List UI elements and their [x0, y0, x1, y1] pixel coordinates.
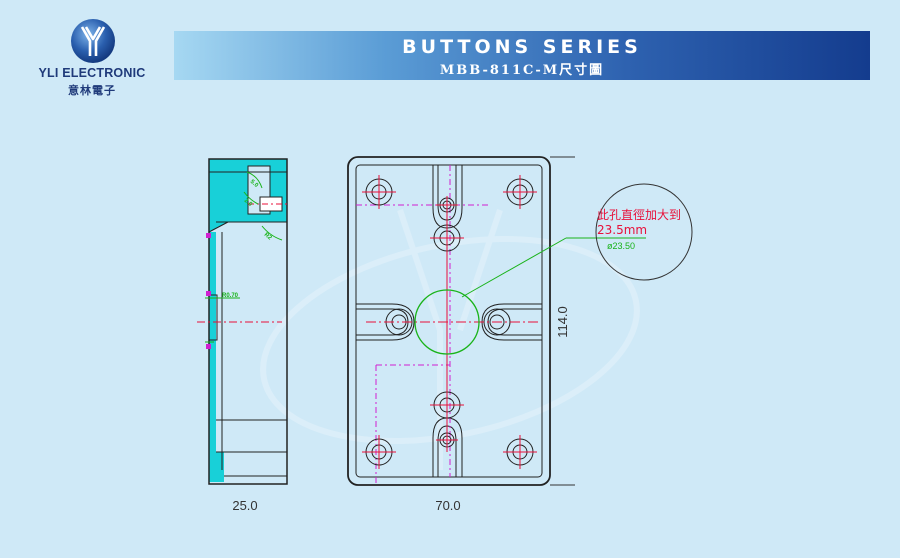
page-subtitle: MBB-811C-M尺寸圖	[439, 63, 605, 78]
side-angle-label-b: 2.0	[243, 198, 254, 208]
annotation-leader	[461, 237, 567, 298]
side-angle-label-c: R2	[263, 232, 273, 242]
height-dimension-line	[550, 156, 575, 486]
side-section-view: 5.0 2.0 R2 R0.70	[197, 158, 288, 485]
front-outer-outline	[347, 156, 551, 486]
front-view: 此孔直徑加大到 23.5mm ø23.50 114.0	[347, 156, 693, 486]
annotation-line-3: ø23.50	[607, 241, 635, 251]
title-banner: BUTTONS SERIES MBB-811C-M尺寸圖	[174, 31, 870, 80]
front-inner-outline	[355, 164, 543, 478]
section-fill-bottom	[209, 452, 224, 482]
front-height-dimension: 114.0	[555, 306, 570, 338]
annotation-line-1: 此孔直徑加大到	[597, 208, 681, 222]
annotation-bubble	[595, 183, 693, 281]
watermark-logo	[260, 209, 640, 470]
side-outline	[208, 158, 288, 485]
front-width-dimension: 70.0	[435, 498, 460, 513]
brand-chinese-name: 意林電子	[68, 84, 116, 97]
annotation-line-2: 23.5mm	[597, 223, 647, 237]
side-section-markers	[206, 233, 211, 349]
side-width-dimension: 25.0	[232, 498, 257, 513]
center-hole-highlight	[414, 289, 480, 355]
yli-logo-icon	[71, 19, 115, 63]
side-angle-marks	[205, 171, 283, 343]
side-radius-label: R0.70	[222, 293, 239, 299]
hole-centerlines	[362, 175, 540, 469]
brand-name: YLI ELECTRONIC	[38, 66, 146, 80]
side-angle-label-a: 5.0	[249, 179, 260, 189]
rib-left-channel	[356, 303, 415, 341]
page-title: BUTTONS SERIES	[402, 36, 642, 58]
